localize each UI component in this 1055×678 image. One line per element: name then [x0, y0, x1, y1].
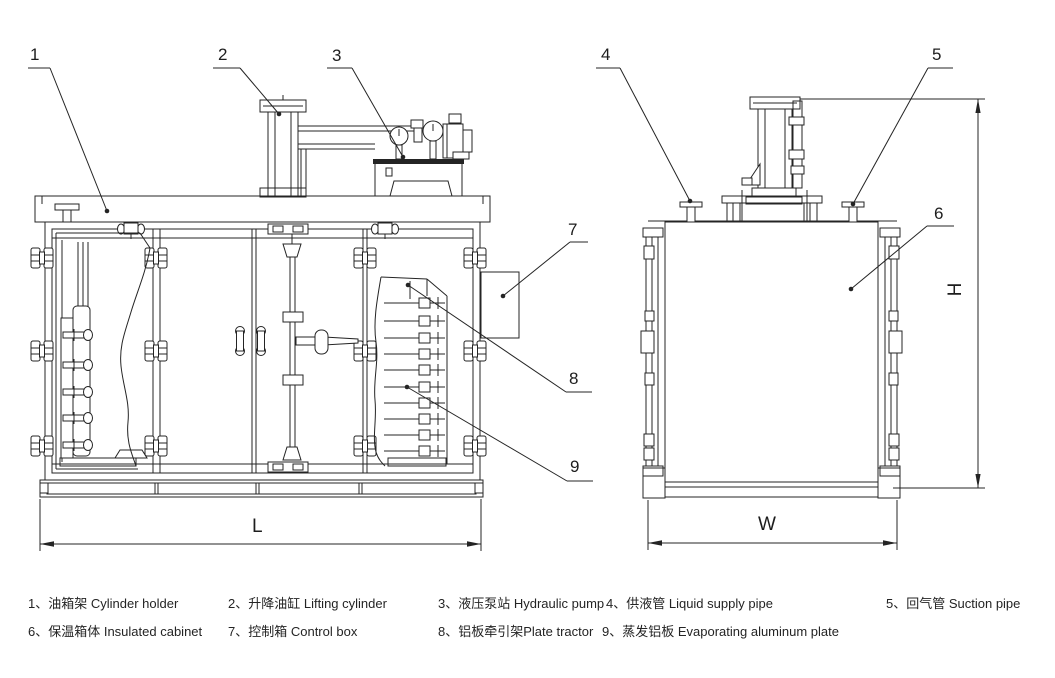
- legend-item-3: 3、液压泵站 Hydraulic pump: [438, 596, 605, 611]
- callout-leaders: [28, 68, 954, 481]
- legend-item-6: 6、保温箱体 Insulated cabinet: [28, 624, 203, 639]
- legend-item-8: 8、铝板牵引架Plate tractor: [438, 624, 594, 639]
- legend-item-2: 2、升降油缸 Lifting cylinder: [228, 596, 387, 611]
- callout-8: 8: [569, 369, 579, 388]
- callout-9: 9: [570, 457, 580, 476]
- liquid-supply-pipe: [680, 202, 702, 222]
- lifting-cylinder-side: [722, 97, 822, 222]
- dimension-length: [40, 499, 481, 551]
- dim-label-height: H: [942, 282, 964, 297]
- legend-item-9: 9、蒸发铝板 Evaporating aluminum plate: [602, 624, 839, 639]
- leader-5: [850, 68, 953, 207]
- leader-8: [405, 282, 592, 392]
- callout-7: 7: [568, 220, 578, 239]
- callout-4: 4: [601, 45, 611, 64]
- legend-item-7: 7、控制箱 Control box: [228, 624, 358, 639]
- front-view: [30, 95, 519, 551]
- dimension-width: [648, 500, 897, 550]
- control-box: [481, 272, 519, 338]
- callout-6: 6: [934, 204, 944, 223]
- legend-item-5: 5、回气管 Suction pipe: [886, 596, 1021, 611]
- lifting-cylinder-front: [260, 95, 306, 197]
- legend-item-1: 1、油箱架 Cylinder holder: [28, 596, 179, 611]
- callout-5: 5: [932, 45, 942, 64]
- dimension-height: [800, 99, 985, 488]
- leader-3: [327, 68, 406, 160]
- leader-9: [404, 384, 593, 481]
- side-view: [640, 97, 985, 550]
- leader-1: [28, 68, 110, 214]
- door-handles: [235, 326, 266, 356]
- lock-rod-assembly: [268, 224, 358, 472]
- dim-label-width: W: [758, 514, 776, 535]
- bottom-rail: [40, 480, 483, 497]
- leader-6: [848, 226, 954, 292]
- cabinet-side: [640, 221, 903, 498]
- left-cutaway: [56, 233, 150, 469]
- leader-2: [213, 68, 282, 117]
- plate-stack-cutaway: [374, 277, 447, 466]
- legend-item-4: 4、供液管 Liquid supply pipe: [606, 596, 773, 611]
- leader-4: [596, 68, 693, 204]
- callout-2: 2: [218, 45, 228, 64]
- leader-7: [500, 242, 588, 299]
- hydraulic-pump-station: [373, 114, 472, 196]
- dim-label-length: L: [252, 516, 263, 537]
- callout-3: 3: [332, 46, 342, 65]
- frame-top-beam: [35, 196, 490, 222]
- hydraulic-pipes: [298, 126, 420, 196]
- callout-1: 1: [30, 45, 40, 64]
